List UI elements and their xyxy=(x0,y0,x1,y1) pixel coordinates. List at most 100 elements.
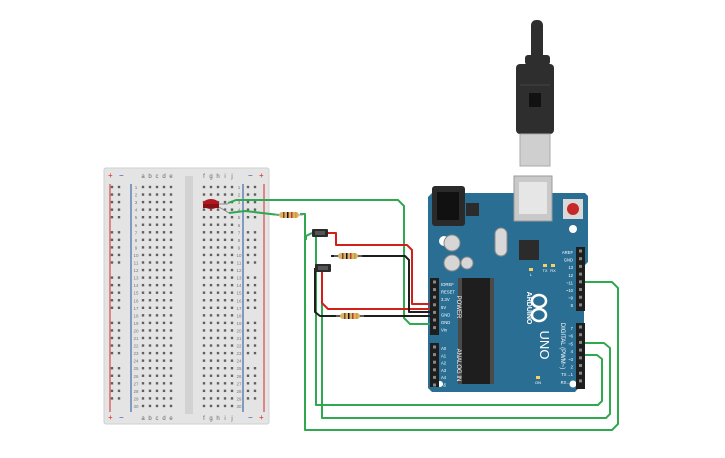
resistor-1[interactable] xyxy=(275,212,303,218)
breadboard-hole xyxy=(155,299,159,302)
header-pin[interactable] xyxy=(579,348,582,352)
header-pin[interactable] xyxy=(579,264,582,268)
breadboard-hole xyxy=(216,276,220,279)
header-pin[interactable] xyxy=(433,383,436,387)
wire-button1-to-pin3[interactable] xyxy=(305,232,313,240)
breadboard-hole xyxy=(216,185,220,189)
breadboard-hole xyxy=(162,200,166,204)
analog-header[interactable] xyxy=(430,343,439,387)
rail-hole xyxy=(117,299,121,302)
breadboard-hole xyxy=(209,193,213,196)
rail-hole xyxy=(117,336,121,340)
chip-socket-left xyxy=(458,278,462,384)
header-pin-label: AREF xyxy=(562,250,574,255)
rail-hole xyxy=(117,382,121,385)
breadboard-hole xyxy=(209,306,213,309)
breadboard-hole xyxy=(141,367,145,370)
header-pin[interactable] xyxy=(579,280,582,284)
red-led[interactable] xyxy=(203,199,230,214)
header-pin[interactable] xyxy=(433,288,436,292)
header-pin[interactable] xyxy=(579,295,582,299)
wire-button1-long[interactable] xyxy=(315,237,603,406)
header-pin[interactable] xyxy=(579,257,582,261)
breadboard-hole xyxy=(162,299,166,302)
push-button-1[interactable] xyxy=(312,229,328,237)
header-pin-label: ~11 xyxy=(566,280,573,285)
wire-gnd-black-2[interactable] xyxy=(314,268,430,317)
breadboard-hole xyxy=(223,253,227,257)
row-number: 11 xyxy=(237,261,242,266)
breadboard-hole xyxy=(230,276,234,279)
digital-header-lower[interactable] xyxy=(576,323,585,389)
row-number: 8 xyxy=(238,238,241,243)
breadboard-hole xyxy=(230,314,234,317)
wire-5v-red-2[interactable] xyxy=(321,264,430,310)
column-letter: g xyxy=(209,174,212,180)
header-pin[interactable] xyxy=(579,379,582,383)
wire-button2-long[interactable] xyxy=(321,272,611,419)
header-pin[interactable] xyxy=(579,371,582,375)
row-number: 15 xyxy=(236,291,242,296)
breadboard-hole xyxy=(148,283,152,287)
breadboard-hole xyxy=(230,397,234,400)
breadboard-hole xyxy=(216,382,220,385)
header-pin[interactable] xyxy=(579,364,582,367)
row-number: 13 xyxy=(133,276,139,281)
rail-hole xyxy=(117,216,121,219)
header-pin-label: 8 xyxy=(571,303,574,308)
header-pin[interactable] xyxy=(433,353,436,357)
header-pin[interactable] xyxy=(433,295,436,299)
breadboard-hole xyxy=(223,336,227,340)
breadboard-hole xyxy=(155,238,159,242)
wire-led-to-resistor[interactable] xyxy=(228,210,280,216)
usb-cable[interactable] xyxy=(516,20,554,167)
header-pin[interactable] xyxy=(579,303,582,307)
header-pin[interactable] xyxy=(579,333,582,337)
header-pin[interactable] xyxy=(433,368,436,372)
header-pin[interactable] xyxy=(433,345,436,349)
breadboard-hole xyxy=(216,306,220,309)
header-pin[interactable] xyxy=(433,310,436,314)
breadboard-hole xyxy=(155,223,159,226)
resistor-3[interactable] xyxy=(336,313,364,319)
rail-hole xyxy=(110,253,114,257)
header-pin[interactable] xyxy=(579,272,582,276)
header-pin[interactable] xyxy=(433,318,436,322)
resistor-2[interactable] xyxy=(334,253,362,259)
led-base xyxy=(203,204,219,208)
wire-5v-red-1[interactable] xyxy=(328,232,430,305)
header-pin[interactable] xyxy=(433,303,436,307)
digital-header-upper[interactable] xyxy=(576,247,585,311)
push-button-2[interactable] xyxy=(315,264,331,272)
resistor-2-band xyxy=(354,253,356,259)
column-letter: i xyxy=(224,174,225,180)
breadboard-hole xyxy=(230,382,234,385)
header-pin[interactable] xyxy=(433,360,436,364)
wire-resistor-to-gnd[interactable] xyxy=(300,213,619,431)
rail-hole xyxy=(253,367,257,370)
wire-led-to-pin13[interactable] xyxy=(227,199,430,325)
breadboard-hole xyxy=(169,261,173,264)
power-header[interactable] xyxy=(430,278,439,335)
header-pin[interactable] xyxy=(579,356,582,360)
header-pin[interactable] xyxy=(579,325,582,329)
resistor-2-band xyxy=(342,253,344,259)
breadboard-hole xyxy=(148,231,152,234)
header-pin[interactable] xyxy=(433,375,436,379)
header-pin[interactable] xyxy=(579,288,582,291)
rail-hole xyxy=(246,253,250,257)
breadboard-hole xyxy=(141,397,145,400)
header-pin[interactable] xyxy=(433,326,436,330)
wire-gnd-black-1[interactable] xyxy=(331,255,430,313)
reset-button[interactable] xyxy=(567,203,579,215)
header-pin[interactable] xyxy=(579,340,582,344)
header-pin[interactable] xyxy=(579,249,582,253)
breadboard-hole xyxy=(216,261,220,264)
breadboard-hole xyxy=(230,359,234,362)
header-pin-label: RX←0 xyxy=(561,380,574,385)
breadboard-hole xyxy=(209,321,213,325)
header-pin[interactable] xyxy=(433,280,436,284)
